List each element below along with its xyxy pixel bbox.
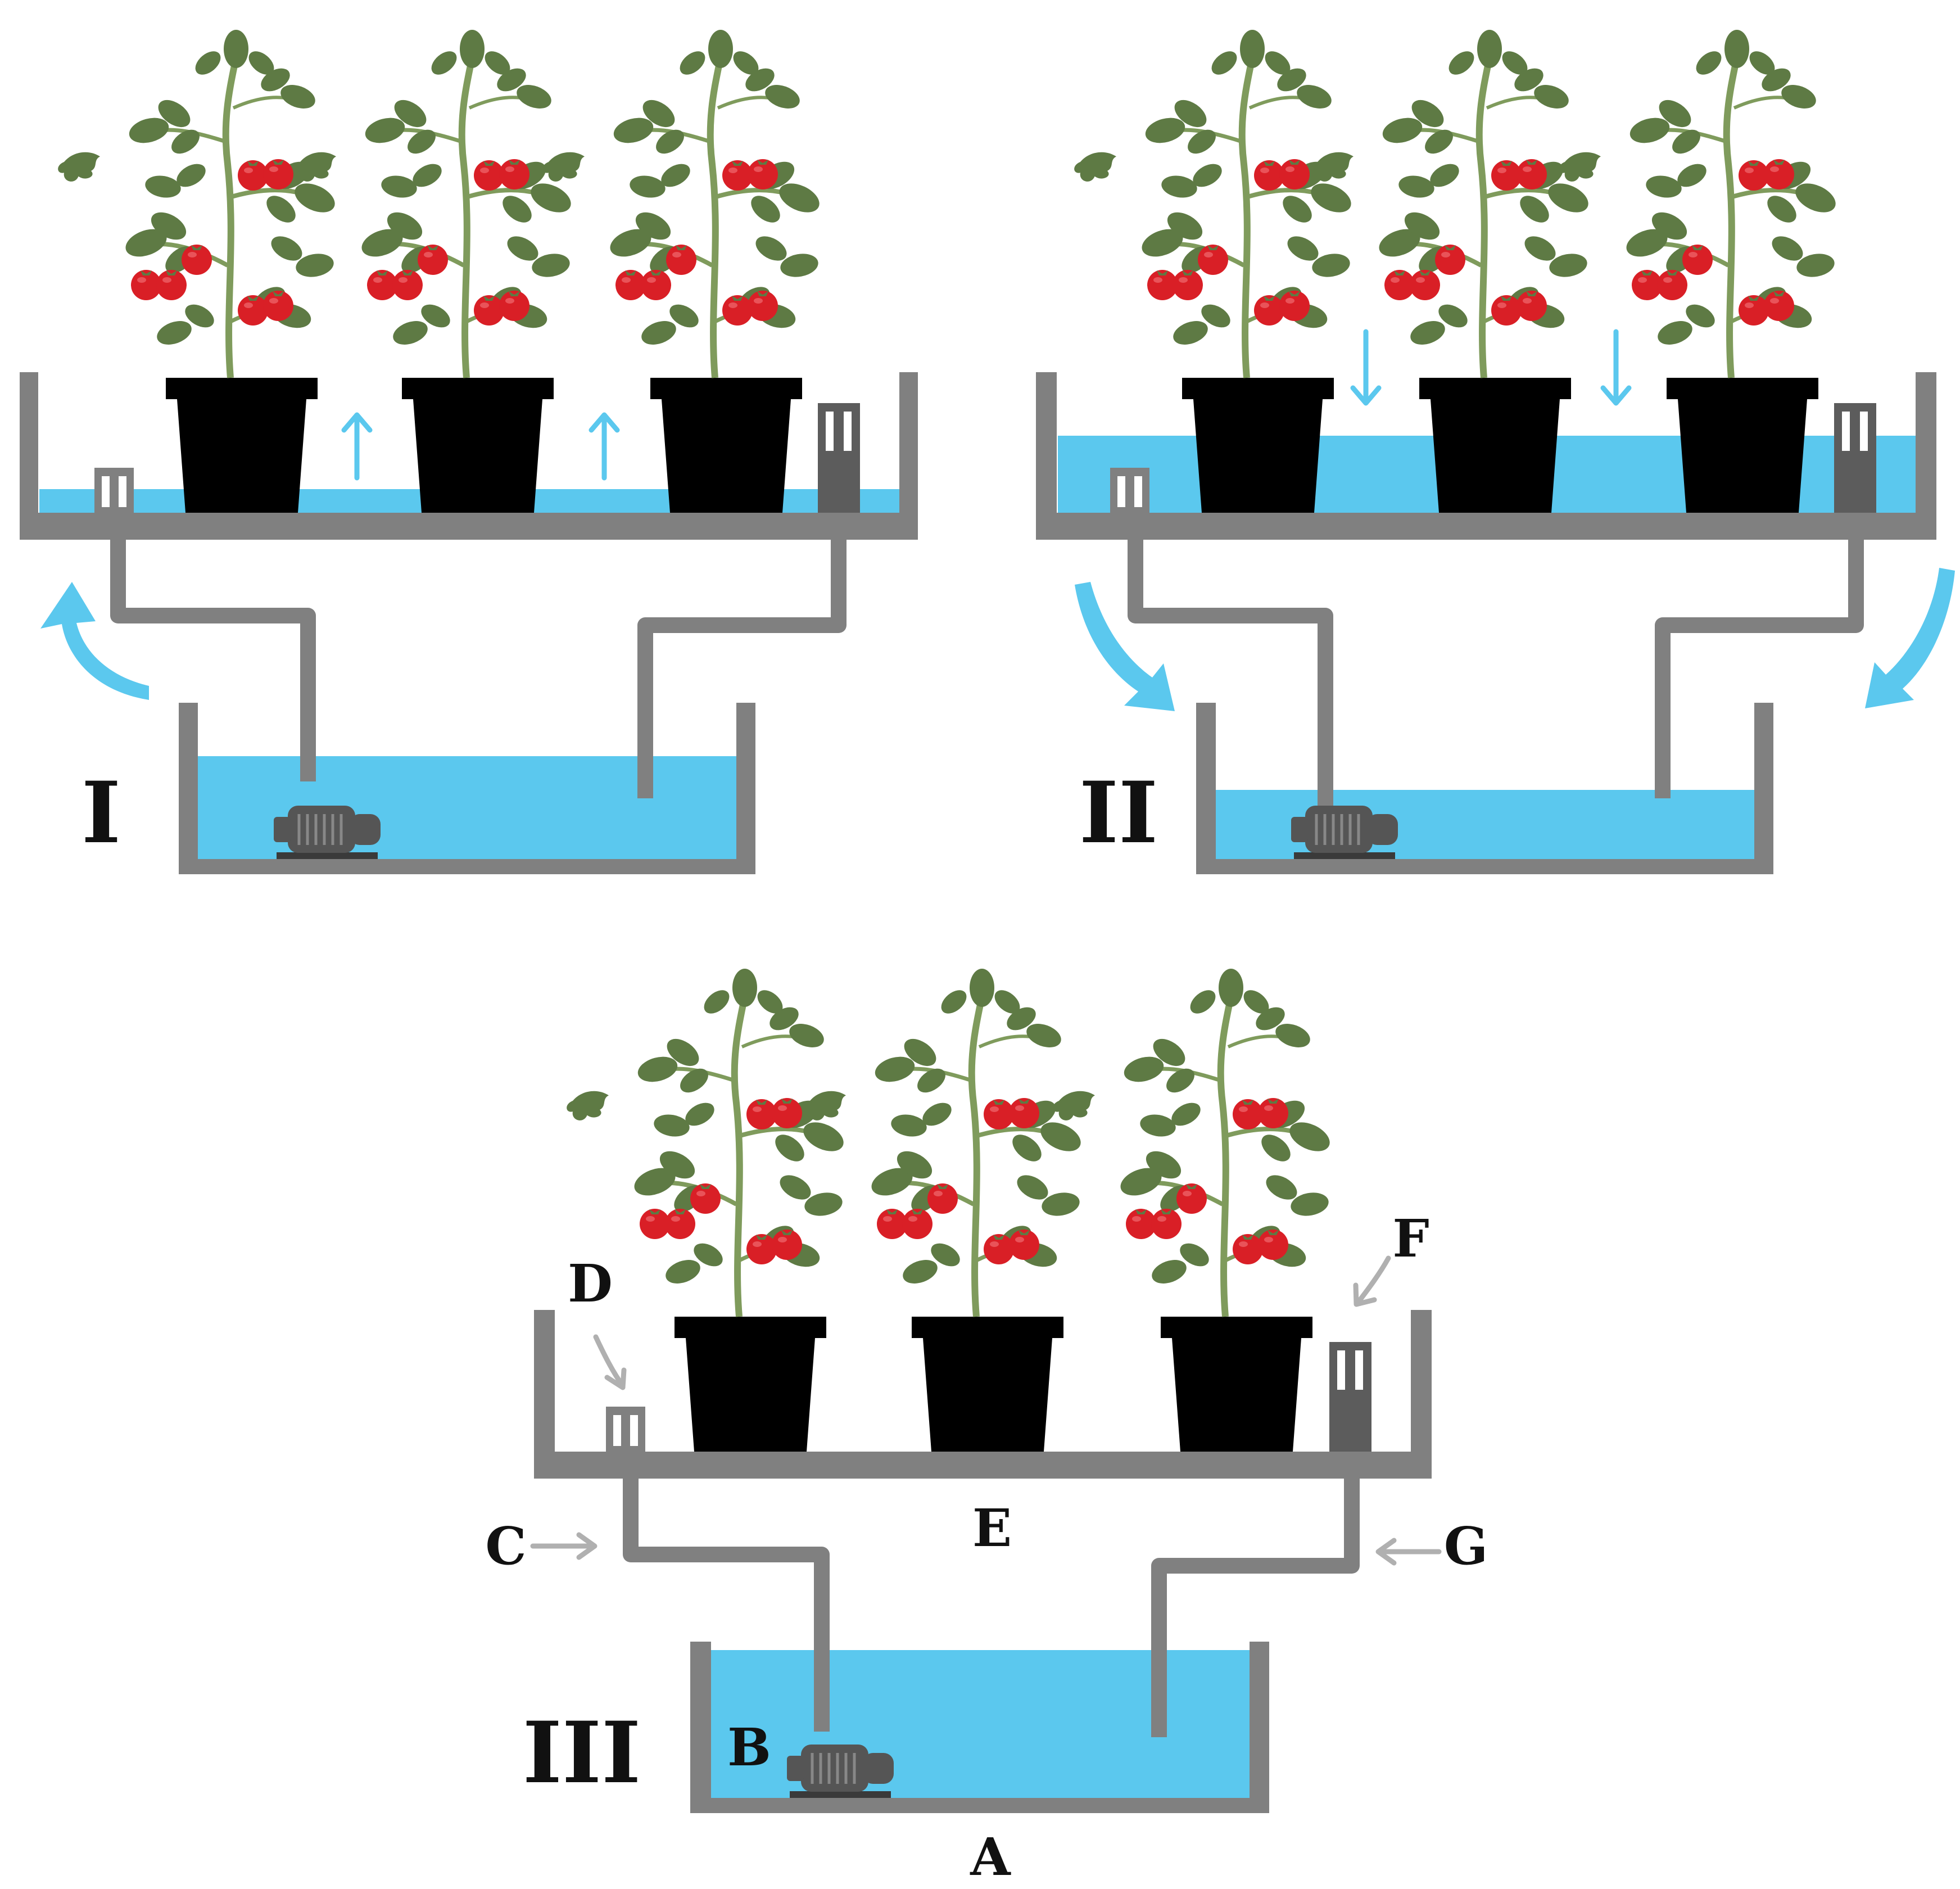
overflow-fitting-icon: [1329, 1342, 1371, 1452]
overflow-fitting-icon: [818, 403, 860, 513]
plant-pot-icon: [650, 378, 802, 513]
panel-numeral: III: [523, 1703, 641, 1802]
panel-iii: III A B C D E F G: [485, 969, 1488, 1887]
tomato-plant-icon: [1311, 30, 1593, 378]
label-d: D: [568, 1253, 613, 1314]
label-e: E: [972, 1498, 1012, 1558]
plant-pot-icon: [675, 1317, 826, 1452]
upper-tray: [534, 1310, 1432, 1479]
panel-numeral: I: [82, 763, 121, 862]
label-f: F: [1392, 1208, 1429, 1269]
tomato-plant-icon: [58, 30, 340, 378]
flow-arrow-icon: [40, 582, 149, 700]
drain-fitting-icon: [606, 1407, 645, 1452]
inlet-pipe: [623, 1473, 830, 1732]
inlet-pipe: [110, 534, 316, 781]
plant-pot-icon: [402, 378, 554, 513]
flow-arrow-icon: [341, 412, 620, 481]
tomato-plant-icon: [804, 969, 1085, 1317]
drain-fitting-icon: [1110, 468, 1149, 513]
panel-numeral: II: [1079, 763, 1158, 862]
panel-ii: II: [791, 30, 1955, 874]
tomato-plant-icon: [1053, 969, 1334, 1317]
label-b: B: [727, 1717, 771, 1778]
label-g: G: [1444, 1516, 1488, 1576]
plant-pot-icon: [166, 378, 318, 513]
plant-pot-icon: [1182, 378, 1334, 513]
tomato-plant-icon: [1074, 30, 1356, 378]
tomato-plant-icon: [542, 30, 824, 378]
tomato-plant-icon: [294, 30, 576, 378]
inlet-pipe: [1128, 534, 1333, 815]
flow-arrow-icon: [1865, 568, 1955, 708]
upper-tray: [791, 372, 1936, 540]
overflow-fitting-icon: [1834, 403, 1876, 513]
plant-pot-icon: [1667, 378, 1818, 513]
pointer-arrow-icon: [530, 1255, 1442, 1566]
tomato-plant-icon: [1559, 30, 1840, 378]
flow-arrow-icon: [1075, 582, 1175, 711]
outlet-pipe: [1655, 534, 1864, 798]
plant-pot-icon: [1161, 1317, 1312, 1452]
label-c: C: [485, 1516, 526, 1576]
label-a: A: [970, 1827, 1011, 1887]
outlet-pipe: [1151, 1473, 1360, 1737]
plant-pot-icon: [912, 1317, 1063, 1452]
plant-pot-icon: [1419, 378, 1571, 513]
drain-fitting-icon: [94, 468, 134, 513]
flow-arrow-icon: [1350, 329, 1632, 406]
upper-tray: [20, 372, 918, 540]
panel-i: I: [20, 30, 918, 874]
outlet-pipe: [637, 534, 847, 798]
reservoir-water: [198, 756, 736, 860]
